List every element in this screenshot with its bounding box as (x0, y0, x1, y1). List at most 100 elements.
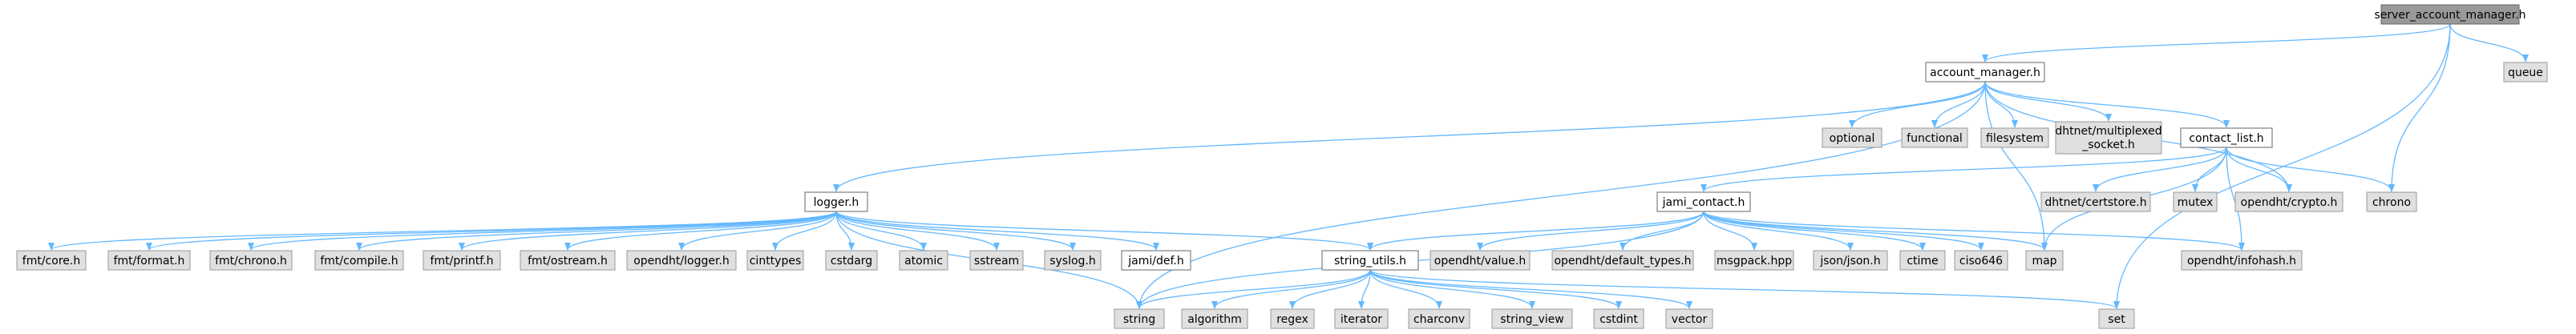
node-fmt-printf: fmt/printf.h (423, 250, 501, 271)
node-label: mutex (2178, 196, 2214, 209)
edge-string-utils-to-cstdint (1369, 269, 1622, 309)
node-box (899, 250, 948, 271)
edge-string-utils-to-string-view (1369, 269, 1535, 309)
node-contact-list[interactable]: contact_list.h (2180, 127, 2273, 148)
node-label: cinttypes (750, 255, 802, 268)
edge-string-utils-to-charconv (1369, 269, 1442, 309)
node-label: jami_contact.h (1662, 196, 1745, 209)
edge-contact-list-to-opendht-infohash (2226, 147, 2245, 251)
node-box (1321, 250, 1419, 271)
node-box (746, 250, 804, 271)
edge-logger-to-fmt-compile (356, 211, 837, 251)
edge-contact-list-to-dhtnet-certstore (2093, 147, 2227, 192)
node-label: dhtnet/certstore.h (2044, 196, 2146, 209)
node-box (423, 250, 501, 271)
node-fmt-ostream: fmt/ostream.h (520, 250, 616, 271)
node-label: ctime (1907, 255, 1938, 268)
edge-jami-contact-to-opendht-default-types (1620, 211, 1705, 251)
node-label-line2: _socket.h (2081, 139, 2135, 151)
node-box (2055, 121, 2162, 155)
node-cstdint: cstdint (1593, 308, 1644, 329)
node-box (825, 250, 878, 271)
node-string: string (1114, 308, 1165, 329)
node-atomic: atomic (899, 250, 948, 271)
node-box (2366, 191, 2417, 212)
node-jami-def[interactable]: jami/def.h (1121, 250, 1191, 271)
node-label: opendht/logger.h (633, 255, 730, 268)
node-dhtnet-multiplexed: dhtnet/multiplexed_socket.h (2055, 121, 2162, 155)
node-box (804, 191, 868, 212)
edge-string-utils-to-algorithm (1211, 269, 1371, 309)
node-chrono: chrono (2366, 191, 2417, 212)
node-box (969, 250, 1024, 271)
node-label: sstream (974, 255, 1019, 268)
node-filesystem: filesystem (1980, 127, 2049, 148)
node-string-utils[interactable]: string_utils.h (1321, 250, 1419, 271)
edge-jami-contact-to-ctime (1703, 211, 1926, 251)
node-box (1491, 308, 1573, 329)
node-label: account_manager.h (1930, 66, 2040, 79)
node-label: json/json.h (1819, 255, 1880, 268)
edge-jami-contact-to-opendht-infohash (1703, 211, 2245, 251)
node-label: server_account_manager.h (2374, 9, 2525, 22)
node-label: fmt/core.h (22, 255, 80, 268)
node-label: dhtnet/multiplexed (2055, 125, 2161, 138)
edge-logger-to-fmt-printf (459, 211, 837, 251)
edge-logger-to-atomic (835, 211, 927, 251)
node-ctime: ctime (1899, 250, 1946, 271)
node-box (2503, 62, 2548, 82)
node-string-view: string_view (1491, 308, 1573, 329)
node-logger[interactable]: logger.h (804, 191, 868, 212)
node-box (1656, 191, 1751, 212)
node-box (2380, 4, 2520, 25)
node-opendht-default-types: opendht/default_types.h (1551, 250, 1694, 271)
node-jami-contact[interactable]: jami_contact.h (1656, 191, 1751, 212)
node-box (2098, 308, 2135, 329)
edge-server-account-manager-to-account-manager (1982, 23, 2451, 62)
edge-jami-contact-to-map (1703, 211, 2048, 251)
edge-contact-list-to-mutex (2192, 147, 2227, 192)
node-box (1114, 308, 1165, 329)
node-server-account-manager[interactable]: server_account_manager.h (2374, 4, 2526, 25)
edge-account-manager-to-contact-list (1984, 81, 2230, 128)
node-box (2181, 250, 2303, 271)
edge-logger-to-fmt-ostream (564, 211, 837, 251)
node-label: opendht/crypto.h (2241, 196, 2338, 209)
node-box (1121, 250, 1191, 271)
edge-logger-to-sstream (835, 211, 1000, 251)
node-queue: queue (2503, 62, 2548, 82)
node-cinttypes: cinttypes (746, 250, 804, 271)
node-label: contact_list.h (2189, 132, 2263, 145)
node-map: map (2025, 250, 2064, 271)
node-fmt-format: fmt/format.h (107, 250, 191, 271)
node-cstdarg: cstdarg (825, 250, 878, 271)
node-mutex: mutex (2173, 191, 2218, 212)
edge-contact-list-to-chrono (2226, 147, 2395, 192)
node-label: chrono (2372, 196, 2411, 209)
node-account-manager[interactable]: account_manager.h (1925, 62, 2045, 82)
node-label: queue (2508, 66, 2543, 79)
node-opendht-value: opendht/value.h (1430, 250, 1531, 271)
node-label: set (2108, 313, 2125, 326)
edge-account-manager-to-functional (1931, 81, 1986, 128)
edge-logger-to-fmt-format (146, 211, 837, 251)
node-box (1408, 308, 1470, 329)
dependency-edges (48, 23, 2529, 309)
node-label: functional (1907, 132, 1963, 145)
node-box (1270, 308, 1315, 329)
edge-account-manager-to-dhtnet-multiplexed (1984, 81, 2112, 122)
node-label: vector (1672, 313, 1708, 326)
node-label: charconv (1413, 313, 1465, 326)
node-msgpack: msgpack.hpp (1714, 250, 1794, 271)
edge-string-utils-to-vector (1369, 269, 1692, 309)
node-box (1954, 250, 2008, 271)
edge-logger-to-cinttypes (772, 211, 837, 251)
node-iterator: iterator (1334, 308, 1389, 329)
edge-server-account-manager-to-chrono (2388, 23, 2451, 192)
node-algorithm: algorithm (1181, 308, 1248, 329)
node-json: json/json.h (1813, 250, 1888, 271)
node-label: jami/def.h (1127, 255, 1183, 268)
node-sstream: sstream (969, 250, 1024, 271)
